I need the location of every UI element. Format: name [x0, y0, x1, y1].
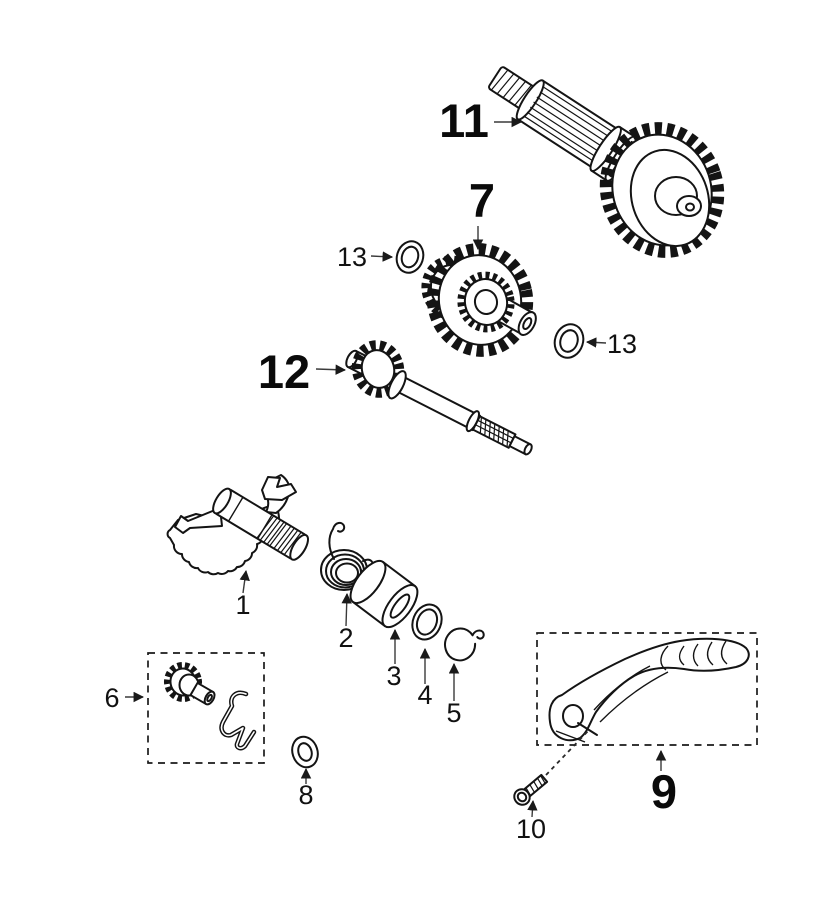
part-6-starter-pinion: [163, 662, 216, 706]
part-4-washer: [411, 603, 443, 641]
callout-label-6: 6: [104, 683, 119, 713]
leader-13a: [370, 251, 394, 262]
part-13-washer-left: [395, 240, 425, 274]
part-5-circlip: [444, 627, 485, 662]
part-8-washer: [291, 735, 319, 769]
part-1-kickstart-spindle: [166, 474, 310, 576]
leader-12: [315, 364, 347, 375]
part-6-spring-clip: [219, 690, 257, 751]
leader-10: [527, 799, 538, 818]
callout-label-5: 5: [446, 698, 461, 728]
callout-label-1: 1: [235, 590, 250, 620]
callout-labels: 11 7 12 9 13 13 1 2 3 4 5 6 8 10: [104, 94, 677, 844]
callout-label-13b: 13: [607, 329, 637, 359]
leader-2: [341, 592, 352, 627]
part-9-box: [536, 632, 758, 746]
part-10-screw: [513, 730, 589, 806]
callout-label-9: 9: [651, 765, 677, 818]
callout-label-4: 4: [417, 680, 432, 710]
part-6-box: [147, 652, 265, 764]
leader-13b: [585, 337, 607, 348]
callout-label-2: 2: [338, 623, 353, 653]
callout-label-10: 10: [516, 814, 546, 844]
part-7-double-gear: [421, 243, 537, 357]
callout-label-11: 11: [439, 94, 489, 147]
callout-label-3: 3: [386, 661, 401, 691]
leader-1: [239, 569, 250, 594]
part-9-kickstart-lever: [548, 637, 750, 743]
part-11-shaft-with-final-gear: [488, 66, 725, 258]
callout-label-7: 7: [469, 174, 495, 227]
part-12-pinion-shaft: [345, 340, 533, 456]
callout-label-13a: 13: [337, 242, 367, 272]
callout-label-12: 12: [258, 345, 310, 398]
callout-leaders: [125, 116, 667, 818]
part-3-bushing: [349, 559, 419, 629]
callout-label-8: 8: [298, 780, 313, 810]
part-13-washer-right: [553, 323, 585, 359]
